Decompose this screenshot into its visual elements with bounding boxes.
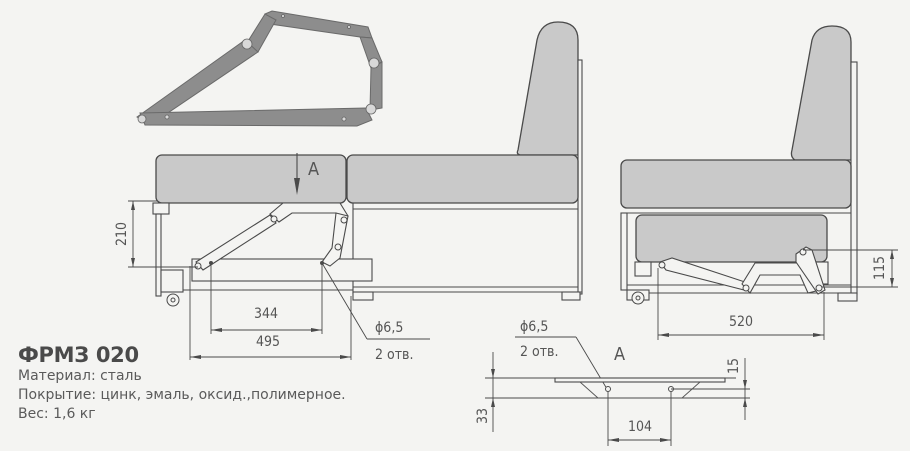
product-info: ФРМЗ 020 Материал: сталь Покрытие: цинк,…	[18, 343, 346, 424]
detail-a-view: A ϕ6,5 2 отв. 33 15 104	[475, 319, 750, 446]
hole-diameter-label: ϕ6,5	[375, 320, 403, 336]
dim-520: 520	[729, 314, 753, 330]
detail-a-label: A	[614, 344, 625, 365]
sofa-closed-view: A 210 344 495 ϕ6,5 2 отв.	[114, 21, 583, 363]
view-marker-a: A	[308, 159, 319, 180]
dim-115: 115	[872, 256, 888, 280]
dim-104: 104	[628, 419, 652, 435]
sofa-extended-view: 115 520	[620, 25, 898, 340]
product-model: ФРМЗ 020	[18, 343, 139, 367]
dim-344: 344	[254, 306, 278, 322]
dim-33: 33	[475, 408, 491, 424]
dim-15: 15	[726, 358, 742, 374]
dim-495: 495	[256, 334, 280, 350]
detail-hole-diameter: ϕ6,5	[520, 319, 548, 335]
spec-coating: Покрытие: цинк, эмаль, оксид.,полимерное…	[18, 387, 346, 403]
mechanism-photo	[136, 10, 383, 127]
detail-hole-count: 2 отв.	[520, 344, 558, 360]
dim-210: 210	[114, 222, 130, 246]
spec-weight: Вес: 1,6 кг	[18, 406, 96, 422]
hole-count-label: 2 отв.	[375, 347, 413, 363]
spec-material: Материал: сталь	[18, 368, 142, 384]
